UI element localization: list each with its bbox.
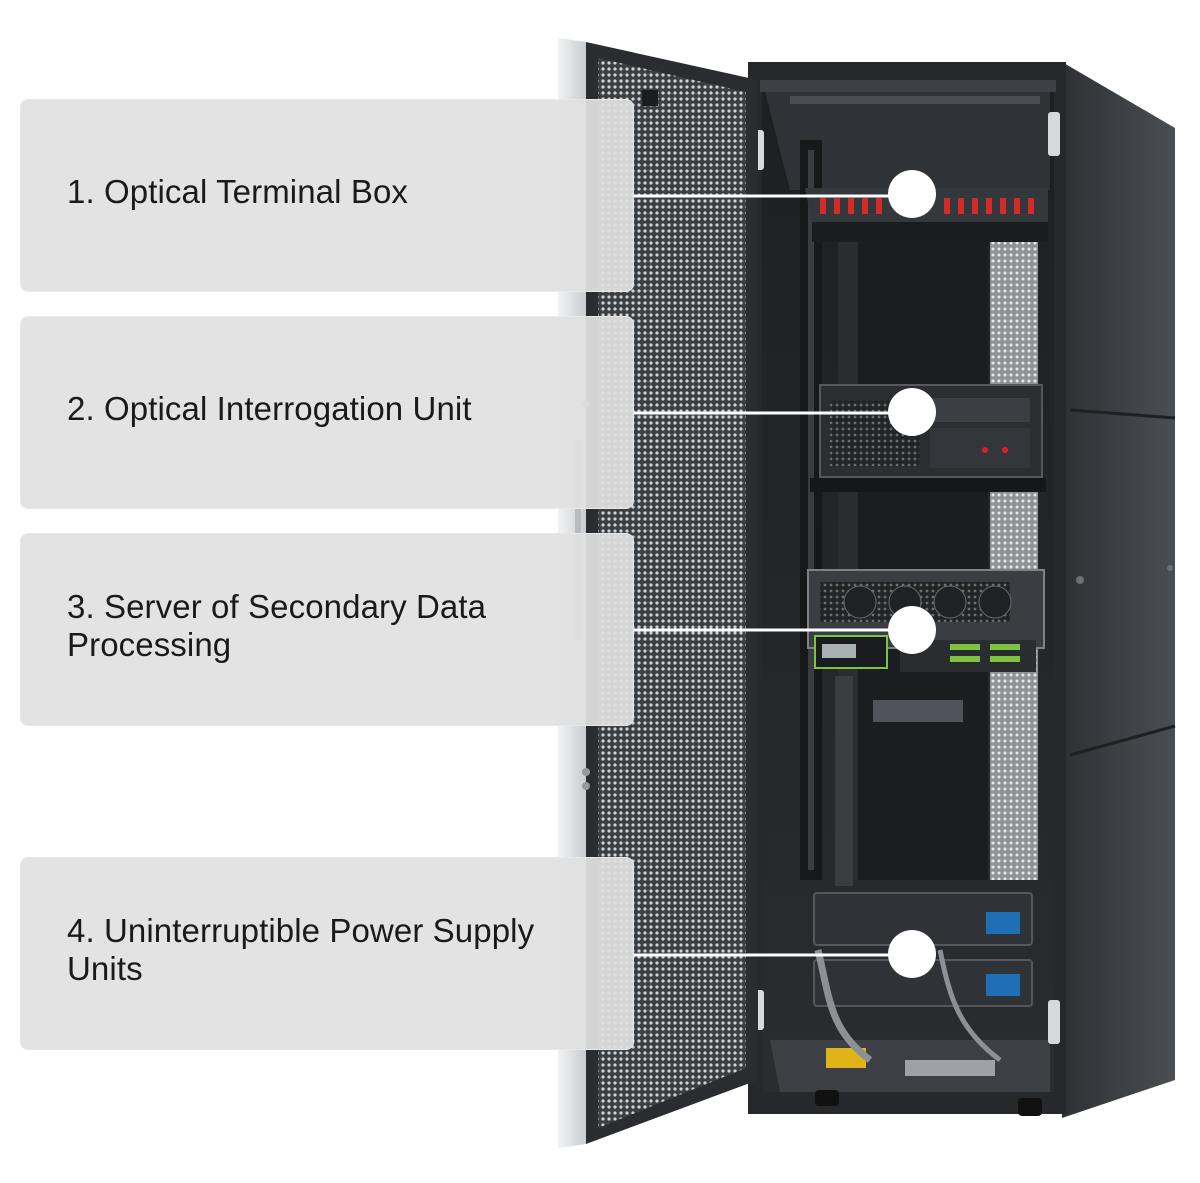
callout-label-4-text: 4. Uninterruptible Power Supply Units <box>67 911 535 987</box>
callout-label-1-text: 1. Optical Terminal Box <box>67 172 409 210</box>
callout-label-3: 3. Server of Secondary Data Processing <box>20 533 634 726</box>
callout-label-1: 1. Optical Terminal Box <box>20 99 634 292</box>
callout-markers <box>888 170 936 978</box>
callout-label-4: 4. Uninterruptible Power Supply Units <box>20 857 634 1050</box>
callout-marker-1 <box>888 170 936 218</box>
callout-label-3-text: 3. Server of Secondary Data Processing <box>67 587 487 663</box>
callout-label-2-text: 2. Optical Interrogation Unit <box>67 389 472 427</box>
rack-side-panel <box>1062 62 1176 1118</box>
callout-label-2: 2. Optical Interrogation Unit <box>20 316 634 509</box>
ups-units <box>813 892 1033 1063</box>
callout-marker-2 <box>888 388 936 436</box>
callout-lines <box>634 194 910 957</box>
callout-marker-3 <box>888 606 936 654</box>
callout-marker-4 <box>888 930 936 978</box>
